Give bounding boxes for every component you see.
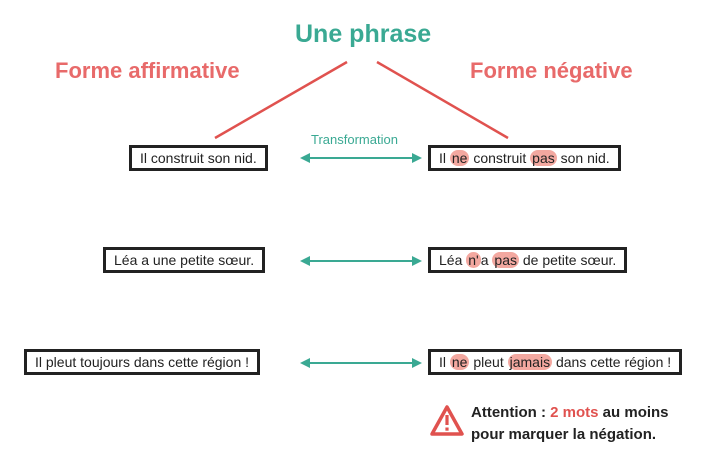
negative-text-3: Il ne pleut jamais dans cette région !	[439, 354, 671, 370]
arrow-1	[300, 153, 422, 163]
neg-highlight: pas	[530, 150, 557, 166]
header-affirmative: Forme affirmative	[55, 58, 240, 83]
arrow-3	[300, 358, 422, 368]
affirmative-text-1: Il construit son nid.	[140, 150, 257, 166]
attention-line-1: Attention : 2 mots au moins	[471, 402, 669, 424]
neg-highlight: n'	[466, 252, 481, 268]
neg-seg: Il	[439, 354, 450, 370]
attention-note: Attention : 2 mots au moins pour marquer…	[471, 402, 669, 446]
attention-prefix: Attention :	[471, 404, 551, 421]
attention-line-2: pour marquer la négation.	[471, 426, 657, 443]
neg-seg: dans cette région !	[552, 354, 672, 370]
attention-suffix: au moins	[598, 404, 669, 421]
warning-triangle-icon	[430, 405, 464, 436]
negative-text-2: Léa n'a pas de petite sœur.	[439, 252, 616, 268]
transformation-label: Transformation	[311, 132, 398, 147]
affirmative-text-2: Léa a une petite sœur.	[114, 252, 255, 268]
affirmative-box-3: Il pleut toujours dans cette région !	[24, 349, 261, 375]
diagram-title: Une phrase	[295, 20, 432, 48]
negative-box-3: Il ne pleut jamais dans cette région !	[428, 349, 683, 375]
neg-seg: pleut	[469, 354, 508, 370]
neg-seg: a	[480, 252, 493, 268]
neg-highlight: jamais	[507, 354, 553, 370]
neg-seg: construit	[469, 150, 531, 166]
neg-seg: de petite sœur.	[518, 252, 617, 268]
line-to-affirmative	[214, 60, 348, 140]
affirmative-text-3: Il pleut toujours dans cette région !	[35, 354, 250, 370]
negative-box-1: Il ne construit pas son nid.	[428, 145, 621, 171]
neg-seg: Léa	[439, 252, 467, 268]
attention-highlight: 2 mots	[550, 404, 599, 421]
negative-text-1: Il ne construit pas son nid.	[439, 150, 610, 166]
affirmative-box-2: Léa a une petite sœur.	[103, 247, 266, 273]
negative-box-2: Léa n'a pas de petite sœur.	[428, 247, 628, 273]
neg-highlight: ne	[449, 150, 470, 166]
arrow-2	[300, 256, 422, 266]
neg-seg: Il	[439, 150, 450, 166]
line-to-negative	[376, 60, 509, 140]
affirmative-box-1: Il construit son nid.	[129, 145, 268, 171]
neg-highlight: ne	[449, 354, 470, 370]
neg-highlight: pas	[492, 252, 519, 268]
neg-seg: son nid.	[556, 150, 610, 166]
header-negative: Forme négative	[470, 58, 633, 83]
